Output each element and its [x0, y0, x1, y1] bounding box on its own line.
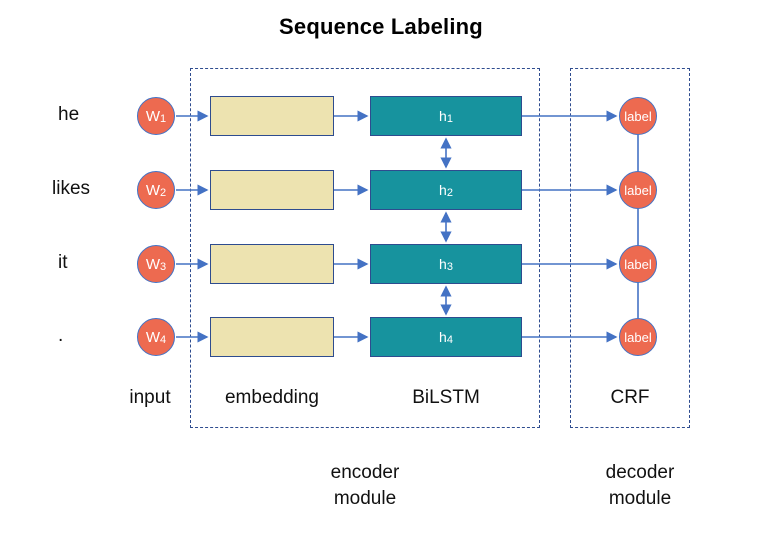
token-subscript-3: 3: [160, 260, 167, 273]
token-letter-3: W: [145, 255, 161, 273]
embedding-box-3: [210, 244, 334, 284]
input-word-4: .: [58, 325, 64, 346]
hidden-letter-1: h: [439, 108, 447, 124]
embedding-box-4: [210, 317, 334, 357]
decoder-module-caption: decoder module: [560, 460, 720, 512]
decoder-module-container: [570, 68, 690, 428]
label-circle-2: label: [619, 171, 657, 209]
encoder-module-container: [190, 68, 540, 428]
caption-bilstm: BiLSTM: [412, 387, 480, 408]
hidden-subscript-1: 1: [446, 112, 453, 125]
caption-input: input: [129, 387, 171, 408]
hidden-subscript-3: 3: [446, 260, 453, 273]
hidden-letter-2: h: [439, 182, 447, 198]
encoder-caption-line-1: encoder: [330, 462, 400, 483]
decoder-caption-line-2: module: [608, 488, 672, 510]
embedding-box-1: [210, 96, 334, 136]
hidden-subscript-2: 2: [446, 186, 453, 199]
label-circle-3: label: [619, 245, 657, 283]
token-letter-4: W: [145, 328, 161, 346]
page-title: Sequence Labeling: [279, 14, 483, 39]
encoder-caption-line-2: module: [333, 488, 397, 510]
token-letter-2: W: [145, 181, 161, 199]
decoder-caption-line-1: decoder: [605, 462, 675, 483]
token-subscript-4: 4: [160, 333, 167, 346]
input-word-2: likes: [52, 178, 91, 199]
label-circle-4: label: [619, 318, 657, 356]
input-word-3: it: [58, 252, 68, 273]
label-circle-1: label: [619, 97, 657, 135]
encoder-module-caption: encoder module: [285, 460, 445, 512]
token-letter-1: W: [145, 107, 161, 125]
hidden-letter-4: h: [439, 329, 447, 345]
input-word-1: he: [58, 104, 80, 125]
hidden-subscript-4: 4: [446, 333, 453, 346]
hidden-letter-3: h: [439, 256, 447, 272]
embedding-box-2: [210, 170, 334, 210]
token-subscript-2: 2: [160, 186, 167, 199]
token-subscript-1: 1: [160, 112, 167, 125]
caption-embedding: embedding: [224, 387, 320, 408]
caption-crf: CRF: [610, 387, 650, 408]
